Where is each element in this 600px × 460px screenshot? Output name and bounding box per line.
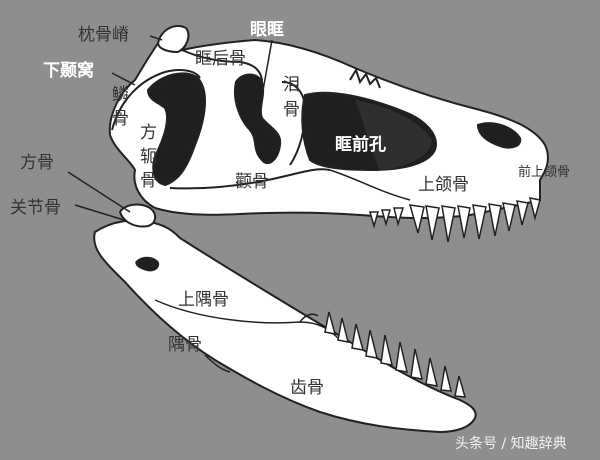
angular-suture [204, 354, 231, 373]
leader-lines [67, 35, 273, 221]
label-quadrate: 方骨 [20, 153, 54, 173]
lower-jaw [93, 219, 477, 434]
occipital-crest-knob [156, 25, 190, 54]
antorbital-fossa [355, 100, 432, 170]
label-squamosal-2: 骨 [112, 109, 129, 129]
label-dentary: 齿骨 [290, 378, 324, 398]
label-quadratojugal-2: 轭 [140, 147, 157, 167]
label-infratemporal-fenestra: 下颞窝 [43, 60, 94, 81]
label-articular: 关节骨 [10, 198, 61, 218]
lower-teeth [324, 311, 467, 398]
articular-knob [118, 203, 156, 228]
label-occipital-crest: 枕骨嵴 [78, 25, 129, 45]
maxilla-suture [329, 169, 411, 201]
label-antorbital-fenestra: 眶前孔 [335, 134, 386, 155]
watermark: 头条号 / 知趣辞典 [455, 435, 567, 452]
jugal-rim [169, 168, 331, 190]
label-orbit: 眼眶 [250, 20, 284, 40]
mandibular-fenestra [135, 256, 160, 272]
label-surangular: 上隅骨 [178, 290, 229, 310]
label-quadratojugal-1: 方 [140, 123, 157, 143]
label-lacrimal-1: 泪 [283, 75, 300, 95]
label-angular: 隅骨 [168, 335, 202, 355]
angular-suture-2 [299, 313, 319, 323]
upper-teeth [369, 197, 541, 243]
infratemporal-fenestra [146, 72, 206, 187]
squamosal-outline [111, 69, 201, 131]
label-premaxilla: 前上颌骨 [518, 164, 570, 180]
label-maxilla: 上颌骨 [418, 175, 469, 195]
labels: 枕骨嵴 眶后骨 眼眶 下颞窝 鳞 骨 泪 骨 方 轭 骨 眶前孔 方骨 颧骨 上… [10, 20, 570, 452]
label-postorbital: 眶后骨 [195, 49, 246, 69]
postorbital-outline [181, 49, 263, 83]
label-lacrimal-2: 骨 [283, 100, 300, 120]
label-jugal: 颧骨 [235, 172, 269, 192]
external-naris [476, 122, 522, 149]
nasal-ridge [349, 67, 381, 89]
orbit-opening [234, 73, 282, 165]
label-quadratojugal-3: 骨 [140, 171, 157, 191]
label-squamosal-1: 鳞 [112, 85, 129, 105]
